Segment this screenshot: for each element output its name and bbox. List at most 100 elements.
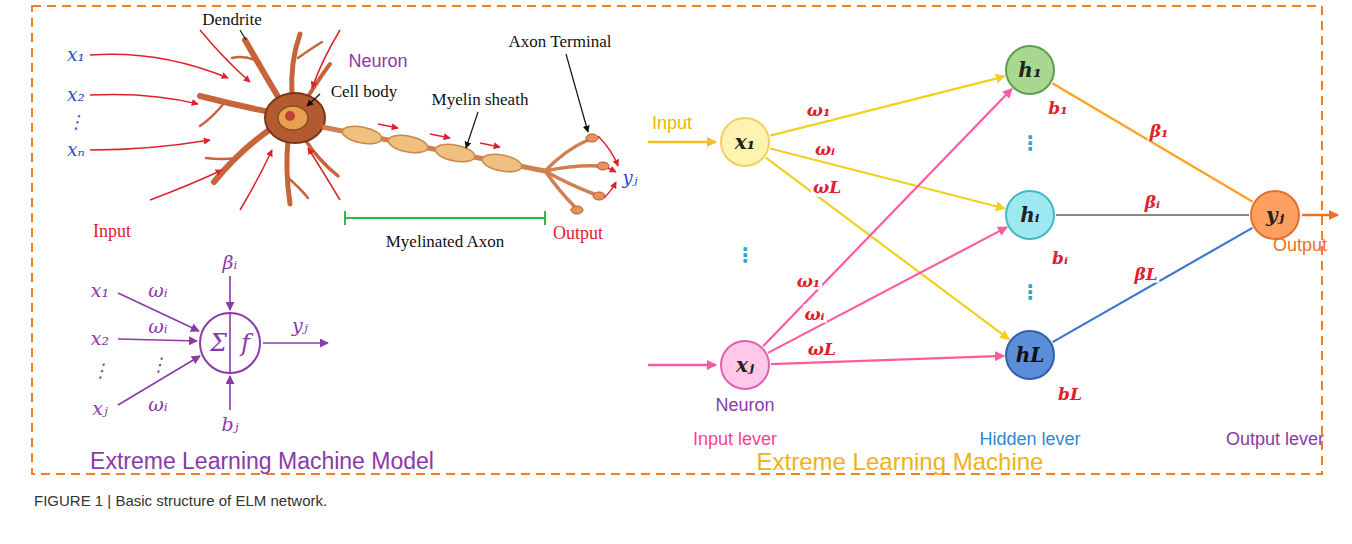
label-text: ⋮ (735, 244, 755, 266)
label-text: Neuron (348, 52, 407, 72)
node-content: yⱼ (1266, 205, 1284, 225)
neuron-illustration-part (566, 54, 588, 132)
neuron-illustration-part (341, 123, 523, 174)
neuron-illustration-part-part (387, 132, 429, 155)
neuron-illustration-part-part (593, 192, 605, 200)
neuron-illustration-part-part (206, 158, 238, 159)
neuron-illustration-part-part (200, 30, 250, 82)
figure-caption: FIGURE 1 | Basic structure of ELM networ… (34, 492, 327, 509)
label-text: Axon Terminal (509, 33, 612, 52)
weight-label: βL (1132, 264, 1159, 283)
hidden-neuron: hL (1005, 330, 1055, 380)
neuron-illustration-part-part (200, 96, 270, 112)
neuron-illustration-part-part (292, 34, 300, 96)
neuron-illustration-part-part (298, 42, 322, 58)
neuron-illustration-part (545, 140, 598, 206)
weight-connector (1052, 83, 1252, 202)
neuron-illustration-part-part (240, 150, 272, 210)
label-text: bⱼ (221, 414, 238, 435)
neuron-illustration-part (90, 30, 618, 210)
elm-neuron-model-part (229, 276, 231, 310)
label-text: Output (1273, 236, 1327, 256)
weight-connector (763, 89, 1012, 347)
neuron-illustration-part-part (571, 206, 583, 214)
label-text: b₁ (1048, 99, 1067, 118)
label-text: x₁ (67, 45, 84, 65)
weight-connector (1053, 228, 1253, 342)
summation-neuron: Σf (199, 312, 261, 374)
label-text: yⱼ (292, 315, 308, 336)
label-text: x₂ (67, 85, 84, 105)
node-content: Σf (210, 331, 250, 355)
elm-neuron-model (118, 276, 328, 410)
label-text: ⋮ (67, 112, 85, 132)
node-text: yⱼ (1266, 205, 1284, 225)
node-text: xⱼ (736, 355, 754, 375)
neuron-illustration-part-part (545, 171, 574, 206)
weight-label: βᵢ (1143, 193, 1162, 212)
weight-connector (766, 158, 1009, 340)
neuron-illustration-part-part (286, 176, 308, 198)
label-text: Hidden lever (979, 430, 1080, 450)
weight-label: β₁ (1148, 122, 1171, 141)
neuron-illustration-part-part (430, 134, 450, 138)
neuron-illustration-part-part (312, 30, 340, 88)
neuron-illustration-part (200, 34, 338, 204)
label-text: x₂ (91, 328, 109, 349)
network-io-arrows-part (1302, 214, 1338, 217)
weight-label: ωᵢ (813, 140, 837, 159)
neuron-illustration-part-part (308, 148, 340, 200)
label-text: ⋮ (1020, 281, 1040, 303)
dashed-frame (32, 6, 1322, 474)
neuron-illustration-part-part (90, 94, 198, 104)
label-text: ⋮ (149, 354, 168, 375)
label-text: bᵢ (1052, 249, 1068, 268)
neuron-illustration-part-part (604, 182, 616, 198)
neuron-illustration-part (285, 111, 295, 121)
node-content: xⱼ (736, 355, 754, 375)
label-text: βᵢ (223, 252, 238, 273)
label-text: Myelinated Axon (386, 233, 505, 252)
neuron-illustration-part (307, 94, 320, 106)
weight-connector (1056, 214, 1249, 216)
label-text: ⋮ (91, 360, 110, 381)
weight-label: ωL (811, 178, 843, 197)
node-text: Σ (210, 331, 227, 355)
elm-neuron-model-part (229, 314, 231, 372)
neuron-illustration-part-part (245, 40, 280, 100)
neuron-illustration (90, 30, 618, 225)
node-text: hᵢ (1020, 205, 1039, 225)
label-text: ωᵢ (148, 280, 167, 301)
neuron-illustration-part-part (598, 136, 618, 166)
node-text: hL (1016, 345, 1045, 365)
weight-label: ωL (806, 340, 838, 359)
hidden-neuron: hᵢ (1005, 190, 1055, 240)
weight-connector (770, 76, 1005, 135)
neuron-illustration-part-part (544, 211, 546, 225)
label-text: Extreme Learning Machine (757, 449, 1044, 475)
node-text: x₁ (735, 132, 756, 152)
neuron-illustration-part-part (344, 211, 346, 225)
elm-neuron-model-part (263, 342, 328, 344)
node-text: f (241, 331, 250, 355)
neuron-illustration-part-part (597, 162, 609, 170)
neuron-illustration-part (265, 93, 325, 143)
label-text: Myelin sheath (432, 91, 529, 110)
neuron-illustration-part-part (232, 57, 260, 62)
label-text: ωᵢ (148, 394, 167, 415)
node-content: x₁ (735, 132, 756, 152)
neuron-illustration-part (571, 134, 609, 214)
neuron-illustration-part-part (200, 102, 225, 126)
elm-neuron-model-part (229, 376, 231, 410)
network-io-arrows-part (648, 364, 716, 367)
neuron-illustration-part-part (90, 54, 228, 78)
neuron-illustration-part-part (287, 140, 290, 204)
output-neuron: yⱼ (1250, 190, 1300, 240)
label-text: Cell body (331, 83, 398, 102)
neuron-illustration-part (240, 30, 246, 40)
node-text: h₁ (1018, 60, 1041, 80)
neuron-illustration-part (345, 211, 545, 225)
neuron-illustration-part-part (378, 124, 398, 128)
neuron-illustration-part-part (434, 141, 476, 164)
network-io-arrows (648, 142, 1338, 365)
